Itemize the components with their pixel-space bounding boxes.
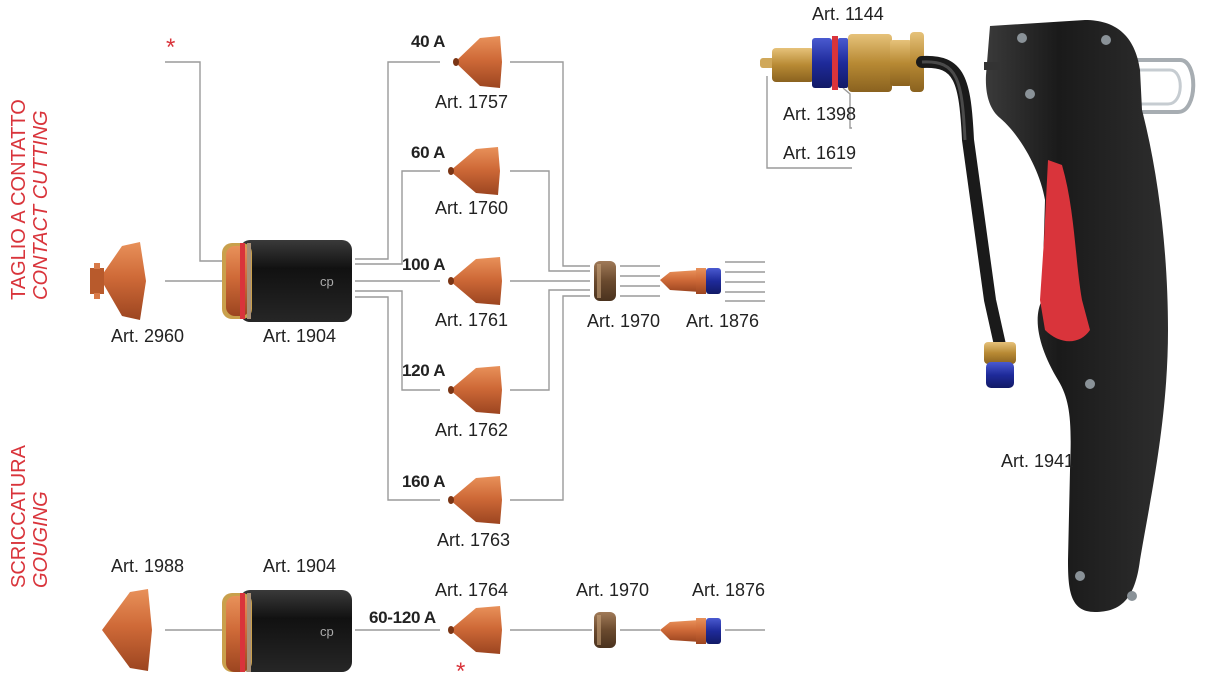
part-label-1988: Art. 1988 bbox=[111, 556, 185, 576]
current-label-40a: 40 A bbox=[411, 32, 446, 51]
contact-cutting-title-it: TAGLIO A CONTATTO bbox=[8, 99, 30, 300]
current-label-100a: 100 A bbox=[402, 255, 446, 274]
part-label-1904-cutting: Art. 1904 bbox=[263, 326, 337, 346]
gouging-title-en: GOUGING bbox=[30, 491, 52, 588]
part-label-1763: Art. 1763 bbox=[437, 530, 511, 550]
section-title-contact-cutting: TAGLIO A CONTATTO CONTACT CUTTING bbox=[8, 99, 52, 300]
current-label-60-120a: 60-120 A bbox=[369, 608, 436, 627]
part-label-1970-gouging: Art. 1970 bbox=[576, 580, 650, 600]
swirl-ring-art-1970-gouging bbox=[594, 612, 616, 648]
torch-parts-diagram: cp cp bbox=[90, 20, 1196, 672]
nozzle-art-1763 bbox=[448, 476, 502, 524]
current-label-160a: 160 A bbox=[402, 472, 446, 491]
section-title-gouging: SCRICCATURA GOUGING bbox=[8, 445, 52, 588]
part-label-1761: Art. 1761 bbox=[435, 310, 509, 330]
nozzle-art-1762 bbox=[448, 366, 502, 414]
torch-hose bbox=[916, 55, 1016, 388]
part-label-1764: Art. 1764 bbox=[435, 580, 509, 600]
connector-lines bbox=[165, 61, 852, 631]
part-label-1876-gouging: Art. 1876 bbox=[692, 580, 766, 600]
part-label-1762: Art. 1762 bbox=[435, 420, 509, 440]
current-label-120a: 120 A bbox=[402, 361, 446, 380]
part-label-1398: Art. 1398 bbox=[783, 104, 857, 124]
nozzle-art-1760 bbox=[448, 147, 500, 195]
svg-text:cp: cp bbox=[320, 274, 334, 289]
swirl-ring-art-1970-cutting bbox=[594, 261, 616, 301]
nozzle-art-1764 bbox=[448, 606, 502, 654]
part-label-1760: Art. 1760 bbox=[435, 198, 509, 218]
torch-head-art-1144 bbox=[760, 32, 924, 92]
part-label-1619: Art. 1619 bbox=[783, 143, 857, 163]
part-label-1970-cutting: Art. 1970 bbox=[587, 311, 661, 331]
electrode-art-1876-cutting bbox=[660, 268, 721, 294]
part-label-1144: Art. 1144 bbox=[812, 4, 884, 24]
nozzle-art-1757 bbox=[453, 36, 502, 88]
asterisk-marker-bottom: * bbox=[456, 658, 466, 685]
electrode-art-1876-gouging bbox=[660, 618, 721, 644]
spacer-art-2960 bbox=[90, 242, 146, 320]
nozzle-holder-art-1904-cutting: cp bbox=[222, 240, 352, 322]
shield-art-1988 bbox=[102, 589, 152, 671]
part-label-1904-gouging: Art. 1904 bbox=[263, 556, 337, 576]
asterisk-marker: * bbox=[166, 34, 176, 61]
gouging-title-it: SCRICCATURA bbox=[8, 445, 30, 588]
svg-text:cp: cp bbox=[320, 624, 334, 639]
part-label-1757: Art. 1757 bbox=[435, 92, 509, 112]
part-label-2960: Art. 2960 bbox=[111, 326, 185, 346]
part-label-1941: Art. 1941 bbox=[1001, 451, 1075, 471]
part-label-1876-cutting: Art. 1876 bbox=[686, 311, 760, 331]
current-label-60a: 60 A bbox=[411, 143, 446, 162]
nozzle-holder-art-1904-gouging: cp bbox=[222, 590, 352, 672]
nozzle-art-1761 bbox=[448, 257, 502, 305]
torch-handle-art-1941 bbox=[984, 20, 1196, 612]
contact-cutting-title-en: CONTACT CUTTING bbox=[30, 110, 52, 300]
